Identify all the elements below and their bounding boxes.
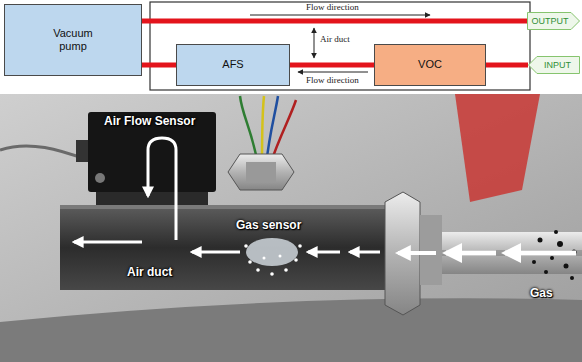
illustration-part [248,260,252,264]
duct-note: Air duct [320,34,350,45]
illustration-part [564,264,569,269]
illustration-part [96,192,208,206]
sensor-box: AFS [176,44,290,86]
illustration-part [284,268,288,272]
illustration-part [570,276,574,280]
node-text: Vacuum pump [42,27,104,53]
illustration-part [298,72,368,73]
illustration-part [442,232,582,274]
illustration-part [294,258,298,262]
part-label: Gas [530,286,553,300]
illustration-part [0,298,582,362]
illustration-part [442,250,582,256]
illustration-part [228,154,294,190]
illustration-part [308,251,340,254]
illustration-part [398,251,436,255]
illustration-part [148,138,176,240]
node-text: AFS [222,58,243,71]
illustration-part [246,238,298,266]
illustration-part [256,268,260,272]
illustration-part [88,112,216,192]
illustration-part [446,251,496,256]
illustration-part [505,251,576,256]
sensor-box: VOC [374,44,486,86]
illustration-part [60,205,385,209]
illustration-part [550,256,554,260]
flow-note: Flow direction [306,75,359,86]
illustration-part [557,241,563,247]
illustration-part [60,205,385,290]
pump-box: Vacuum pump [4,4,142,76]
part-label: Air Flow Sensor [104,114,195,128]
block-diagram-frame [150,2,530,90]
illustration-part [420,215,442,285]
illustration-part [538,238,543,243]
input-arrow: INPUT [528,56,580,74]
illustration-part [350,251,380,254]
illustration-part [0,94,582,362]
arrow-outline [529,57,580,74]
pipe-line [142,19,527,24]
node-text: OUTPUT [532,16,569,27]
illustration-part [250,15,430,16]
illustration-part [554,230,558,234]
illustration-part [192,251,240,254]
flow-note: Flow direction [306,2,359,13]
illustration-part [0,146,88,160]
illustration-part [95,173,105,183]
illustration-part [76,140,88,162]
illustration-part [270,272,274,276]
illustration-part [532,260,536,264]
illustration-part [263,257,266,260]
pipe-line [290,63,374,68]
part-label: Air duct [127,265,172,279]
illustration-part [246,162,276,182]
pipe-line [142,63,176,68]
illustration-part [298,244,302,248]
sensor-photo [0,94,582,362]
part-label: Gas sensor [236,218,301,232]
illustration-part [314,28,315,58]
output-arrow: OUTPUT [527,12,580,30]
arrow-outline [528,13,580,30]
illustration-part [74,241,142,244]
node-text: INPUT [544,60,571,71]
illustration-part [244,244,248,248]
node-text: VOC [418,58,442,71]
illustration-part [544,270,548,274]
illustration-part [455,94,540,202]
pipe-line [486,63,528,68]
illustration-part [279,255,282,258]
illustration-part [150,2,530,90]
